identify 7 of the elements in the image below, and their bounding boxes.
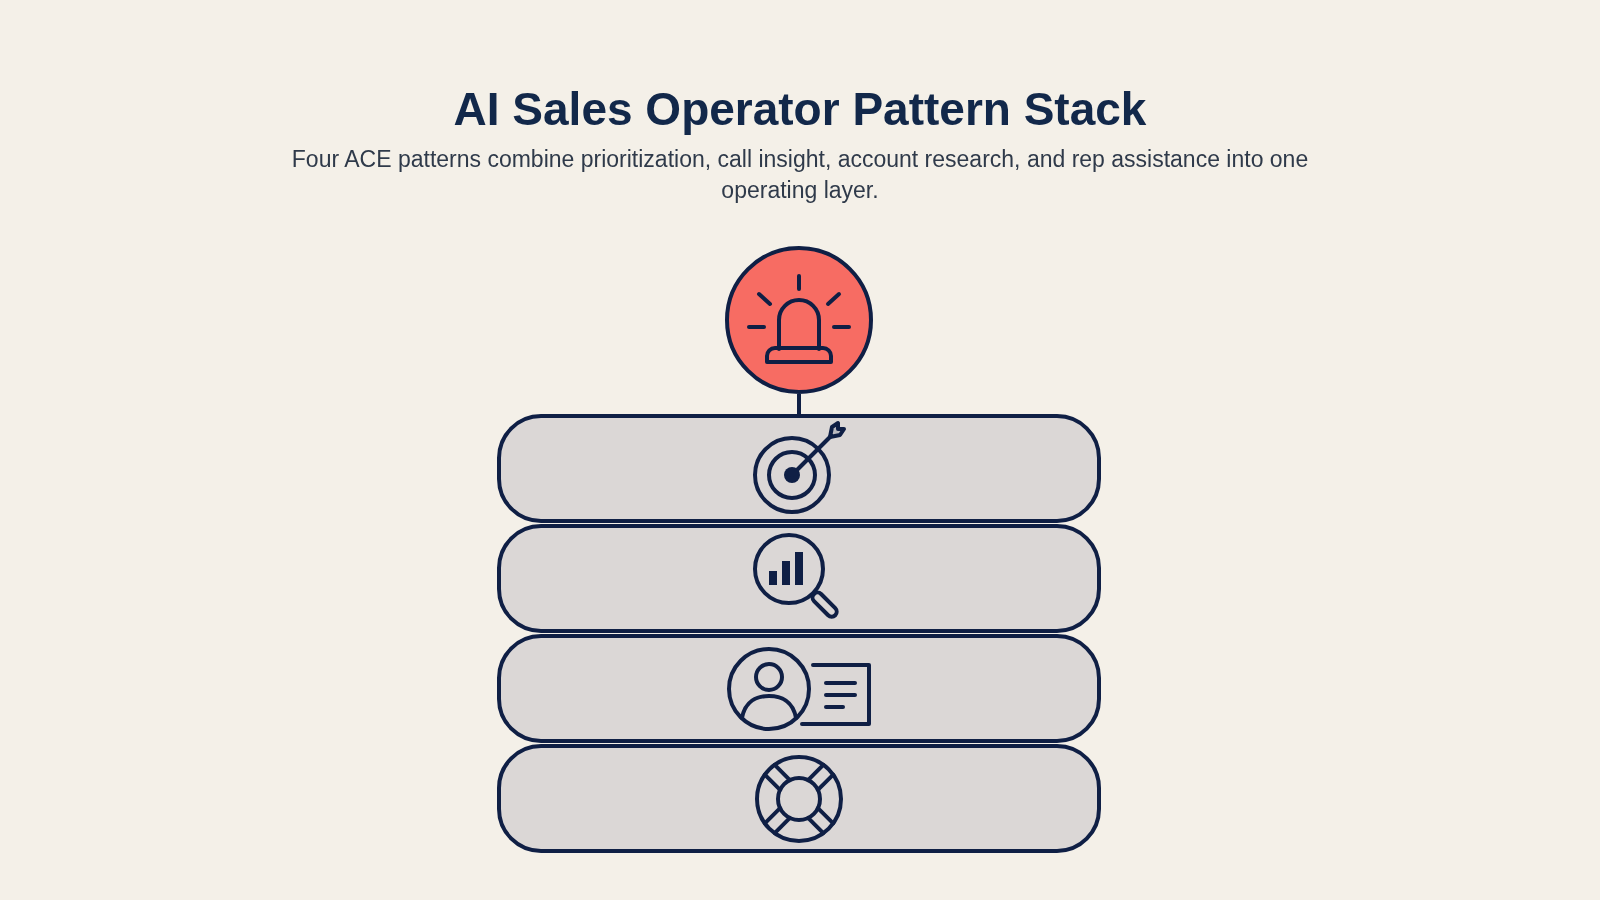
connector-line <box>797 394 801 414</box>
layer-band <box>497 634 1101 743</box>
layer-band <box>497 414 1101 523</box>
layer-band <box>497 744 1101 853</box>
diagram-title: AI Sales Operator Pattern Stack <box>453 82 1147 136</box>
subtitle-text: Four ACE patterns combine prioritization, call insight, account research, and rep assistance into one operating layer. <box>290 145 1310 205</box>
layer-band <box>497 524 1101 633</box>
